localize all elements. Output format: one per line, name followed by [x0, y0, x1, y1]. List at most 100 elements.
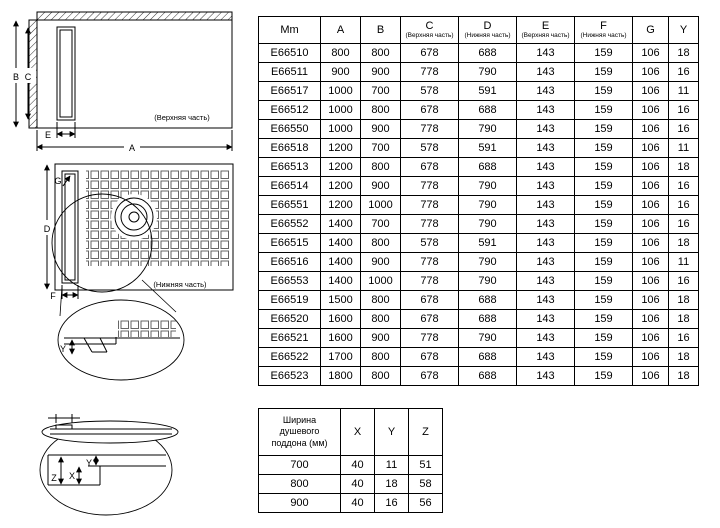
table-cell: 106: [632, 252, 669, 272]
table-cell: 159: [574, 233, 633, 253]
table-cell: 778: [400, 252, 459, 272]
table-cell: 143: [516, 214, 575, 234]
table-cell: 106: [632, 271, 669, 291]
table-cell: 16: [668, 100, 699, 120]
table-cell: 778: [400, 119, 459, 139]
table-cell: 143: [516, 43, 575, 63]
table-cell: 578: [400, 138, 459, 158]
table-cell: 159: [574, 309, 633, 329]
table-cell: 16: [668, 195, 699, 215]
table-cell: 16: [668, 214, 699, 234]
table-cell: 900: [320, 62, 361, 82]
table-cell: E66517: [258, 81, 321, 101]
table-cell: 159: [574, 157, 633, 177]
table-cell: 688: [458, 366, 517, 386]
label-y-detail1: Y: [60, 344, 66, 354]
table-cell: 106: [632, 366, 669, 386]
table-cell: 40: [340, 474, 375, 494]
table-cell: 1700: [320, 347, 361, 367]
table-cell: 800: [360, 100, 401, 120]
table-cell: 1000: [320, 119, 361, 139]
table-cell: 700: [360, 214, 401, 234]
table-cell: 1000: [360, 195, 401, 215]
table-cell: 900: [360, 328, 401, 348]
table-cell: E66514: [258, 176, 321, 196]
table-cell: 800: [360, 366, 401, 386]
table-cell: 159: [574, 328, 633, 348]
table-cell: 143: [516, 233, 575, 253]
table-cell: 18: [668, 290, 699, 310]
label-y-detail2: Y: [86, 458, 92, 468]
table-cell: 778: [400, 62, 459, 82]
table-cell: 800: [360, 43, 401, 63]
col-header-f: F (Нижняя часть): [574, 16, 633, 44]
table-cell: 106: [632, 233, 669, 253]
table-cell: 778: [400, 328, 459, 348]
label-f: F: [50, 291, 56, 301]
col-header-y: Y: [374, 408, 409, 456]
table-cell: 143: [516, 62, 575, 82]
col-header-b: B: [360, 16, 401, 44]
table-cell: 1000: [360, 271, 401, 291]
table-cell: 143: [516, 195, 575, 215]
table-cell: 106: [632, 119, 669, 139]
table-cell: 688: [458, 43, 517, 63]
table-cell: 591: [458, 233, 517, 253]
bottom-view-diagram: [54, 163, 234, 291]
table-cell: 578: [400, 233, 459, 253]
table-cell: 700: [258, 455, 341, 475]
table-cell: 40: [340, 455, 375, 475]
col-header-d-sub: (Нижняя часть): [464, 32, 511, 40]
col-header-g-label: G: [646, 23, 655, 36]
col-header-y-label: Y: [679, 23, 688, 36]
label-b: B: [13, 72, 19, 82]
table-cell: 40: [340, 493, 375, 513]
table-cell: 678: [400, 347, 459, 367]
table-cell: 106: [632, 138, 669, 158]
table-cell: E66522: [258, 347, 321, 367]
table-cell: 678: [400, 309, 459, 329]
table-cell: 143: [516, 138, 575, 158]
col-header-y: Y: [668, 16, 699, 44]
table-cell: 106: [632, 347, 669, 367]
bottom-view-caption: (Нижняя часть): [153, 280, 207, 289]
col-header-d: D (Нижняя часть): [458, 16, 517, 44]
top-view-diagram: [28, 11, 233, 129]
table-cell: 688: [458, 290, 517, 310]
table-cell: E66513: [258, 157, 321, 177]
table-cell: 16: [668, 62, 699, 82]
xyz-table-header-row: Ширина душевого поддона (мм) X Y Z: [258, 408, 443, 456]
table-cell: E66511: [258, 62, 321, 82]
table-cell: 58: [408, 474, 443, 494]
table-cell: 1200: [320, 176, 361, 196]
detail-view-2-profile: [47, 454, 166, 486]
col-header-z: Z: [408, 408, 443, 456]
table-cell: E66510: [258, 43, 321, 63]
table-cell: 900: [360, 62, 401, 82]
table-cell: 688: [458, 347, 517, 367]
table-cell: 678: [400, 157, 459, 177]
table-cell: 1200: [320, 157, 361, 177]
col-header-f-label: F: [600, 19, 607, 32]
table-cell: 900: [258, 493, 341, 513]
spec-table: Mm A B C (Верхняя часть) D (Нижняя часть…: [258, 16, 699, 386]
table-cell: 1600: [320, 328, 361, 348]
table-cell: 1800: [320, 366, 361, 386]
table-cell: 18: [668, 43, 699, 63]
table-cell: 18: [374, 474, 409, 494]
table-cell: 18: [668, 366, 699, 386]
drain-outer: [114, 197, 154, 237]
table-cell: 106: [632, 214, 669, 234]
table-cell: 106: [632, 81, 669, 101]
table-cell: 18: [668, 309, 699, 329]
